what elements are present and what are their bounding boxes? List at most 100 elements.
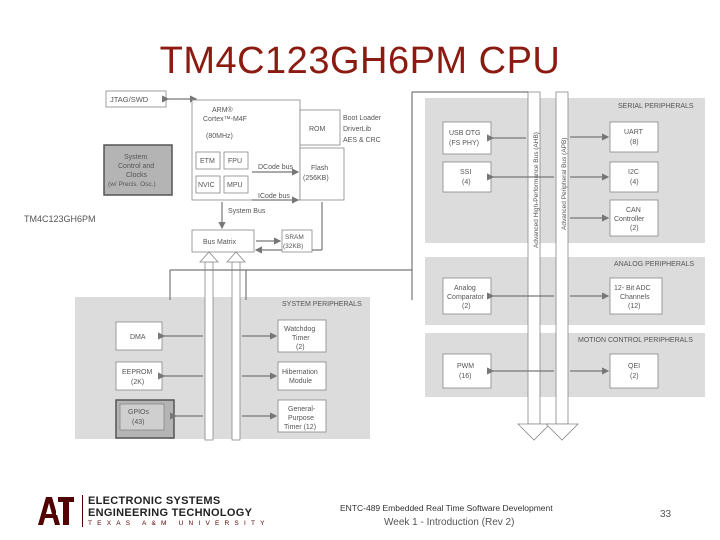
chip-label: TM4C123GH6PM — [24, 214, 96, 224]
qei-box — [609, 353, 659, 389]
i2c-label-1: I2C — [628, 169, 639, 176]
watchdog-label-3: (2) — [296, 344, 305, 351]
rom-box — [299, 109, 341, 146]
week-label: Week 1 - Introduction (Rev 2) — [384, 517, 515, 528]
watchdog-label-2: Timer — [292, 335, 310, 342]
sysctl-label-4: (w/ Precis. Osc.) — [108, 181, 156, 188]
etm-label: ETM — [200, 158, 215, 165]
gpio-label-1: GPIOs — [128, 409, 150, 416]
jtag-label: JTAG/SWD — [110, 95, 149, 104]
dma-box — [115, 321, 163, 351]
sram-label-2: (32KB) — [283, 243, 303, 250]
flash-label-2: (256KB) — [303, 175, 329, 182]
i2c-box — [609, 161, 659, 193]
tamu-logo: ELECTRONIC SYSTEMS ENGINEERING TECHNOLOG… — [36, 493, 286, 533]
pwm-label-2: (16) — [459, 373, 471, 380]
comparator-label-1: Analog — [454, 285, 476, 292]
logo-line-3: TEXAS A&M UNIVERSITY — [88, 520, 270, 527]
course-title: ENTC-489 Embedded Real Time Software Dev… — [340, 503, 553, 513]
can-box — [609, 199, 659, 237]
nvic-box — [195, 175, 221, 194]
etm-box — [195, 151, 221, 170]
usb-label-1: USB OTG — [449, 130, 481, 137]
ahb-label: Advanced High-Performance Bus (AHB) — [533, 132, 540, 248]
eeprom-label-1: EEPROM — [122, 369, 153, 376]
system-peripherals-label: SYSTEM PERIPHERALS — [282, 301, 362, 308]
fpu-box — [223, 151, 249, 170]
i2c-label-2: (4) — [630, 179, 639, 186]
motion-peripherals-label: MOTION CONTROL PERIPHERALS — [578, 337, 693, 344]
apb-label: Advanced Peripheral Bus (APB) — [561, 138, 568, 231]
flash-box — [299, 147, 345, 201]
icode-label: ICode bus — [258, 193, 290, 200]
usb-box — [442, 121, 492, 155]
usb-label-2: (FS PHY) — [449, 140, 479, 147]
qei-label-2: (2) — [630, 373, 639, 380]
flash-label-1: Flash — [311, 165, 328, 172]
pwm-label-1: PWM — [457, 363, 474, 370]
adc-label-2: Channels — [620, 294, 650, 301]
can-label-3: (2) — [630, 225, 639, 232]
eeprom-label-2: (2K) — [131, 379, 144, 386]
sram-label-1: SRAM — [285, 234, 304, 241]
mpu-label: MPU — [227, 182, 243, 189]
bus-matrix-label: Bus Matrix — [203, 239, 237, 246]
boot-label-1: Boot Loader — [343, 115, 382, 122]
sram-box — [281, 229, 313, 253]
arm-label-1: ARM® — [212, 106, 234, 114]
adc-label-1: 12- Bit ADC — [614, 285, 651, 292]
nvic-label: NVIC — [198, 182, 215, 189]
ssi-box — [442, 161, 492, 193]
sysctl-label-1: System — [124, 154, 148, 161]
comparator-label-3: (2) — [462, 303, 471, 310]
rom-label: ROM — [309, 126, 326, 133]
uart-label-2: (8) — [630, 139, 639, 146]
ssi-label-2: (4) — [462, 179, 471, 186]
can-label-1: CAN — [626, 207, 641, 214]
dma-label: DMA — [130, 334, 146, 341]
serial-peripherals-label: SERIAL PERIPHERALS — [618, 103, 694, 110]
system-bus-label: System Bus — [228, 208, 266, 215]
logo-divider — [82, 495, 83, 527]
ssi-label-1: SSI — [460, 169, 471, 176]
hibernation-box — [277, 361, 327, 391]
uart-label-1: UART — [624, 129, 644, 136]
logo-line-1: ELECTRONIC SYSTEMS — [88, 495, 221, 507]
system-control-box — [103, 144, 173, 196]
hibernation-label-1: Hibernation — [282, 369, 318, 376]
slide-title: TM4C123GH6PM CPU — [159, 40, 561, 82]
bus-matrix-box — [191, 229, 255, 253]
gpt-label-3: Timer (12) — [284, 424, 316, 431]
atm-logo-icon — [38, 497, 74, 525]
comparator-label-2: Comparator — [447, 294, 485, 301]
eeprom-box — [115, 361, 163, 391]
sysctl-label-3: Clocks — [126, 172, 148, 179]
fpu-label: FPU — [228, 158, 242, 165]
gpio-label-2: (43) — [132, 419, 144, 426]
mpu-box — [223, 175, 249, 194]
page-number: 33 — [660, 509, 672, 520]
arm-label-3: (80MHz) — [206, 133, 233, 140]
logo-line-2: ENGINEERING TECHNOLOGY — [88, 507, 253, 519]
dcode-label: DCode bus — [258, 164, 294, 171]
boot-label-3: AES & CRC — [343, 137, 381, 144]
comparator-box — [442, 277, 492, 315]
gpt-label-2: Purpose — [288, 415, 314, 422]
arm-label-2: Cortex™-M4F — [203, 116, 247, 123]
adc-box — [609, 277, 663, 315]
can-label-2: Controller — [614, 216, 645, 223]
adc-label-3: (12) — [628, 303, 640, 310]
hibernation-label-2: Module — [289, 378, 312, 385]
gpt-box — [277, 399, 327, 433]
gpt-label-1: General- — [288, 406, 316, 413]
boot-label-2: DriverLib — [343, 126, 371, 133]
watchdog-label-1: Watchdog — [284, 326, 315, 333]
internal-bus-b — [231, 261, 241, 441]
uart-box — [609, 121, 659, 153]
qei-label-1: QEI — [628, 363, 640, 370]
sysctl-label-2: Control and — [118, 163, 154, 170]
pwm-box — [442, 353, 492, 389]
analog-peripherals-label: ANALOG PERIPHERALS — [614, 261, 694, 268]
internal-bus-a — [204, 261, 214, 441]
